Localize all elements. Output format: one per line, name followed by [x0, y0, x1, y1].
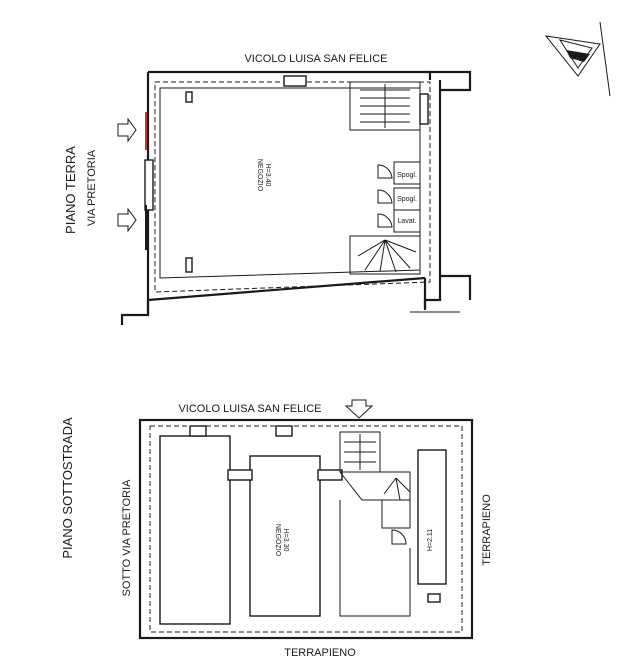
- basement-bottom-label: TERRAPIENO: [284, 647, 356, 659]
- ground-floor-plan: [117, 70, 472, 325]
- north-arrow-icon: [544, 21, 611, 97]
- basement-left-label: SOTTO VIA PRETORIA: [121, 479, 133, 597]
- ground-street-label: VIA PRETORIA: [86, 149, 98, 226]
- basement-floor-title: PIANO SOTTOSTRADA: [60, 417, 75, 559]
- ground-top-street-label: VICOLO LUISA SAN FELICE: [244, 53, 387, 65]
- ground-shop-name: NEGOZIO: [256, 159, 263, 192]
- ground-room-2-label: Spogl.: [397, 196, 417, 203]
- ground-floor-title: PIANO TERRA: [63, 146, 78, 234]
- ground-room-1-label: Spogl.: [397, 172, 417, 179]
- basement-top-street-label: VICOLO LUISA SAN FELICE: [178, 403, 321, 415]
- ground-shop-height: H=3.40: [264, 164, 271, 187]
- basement-shop-name: NEGOZIO: [274, 524, 281, 557]
- basement-right-label: TERRAPIENO: [481, 494, 493, 566]
- basement-shop-height: H=3.30: [282, 529, 289, 552]
- basement-plan: [138, 399, 474, 640]
- ground-room-3-label: Lavat.: [397, 218, 416, 225]
- basement-side-height: H=2.11: [427, 529, 434, 551]
